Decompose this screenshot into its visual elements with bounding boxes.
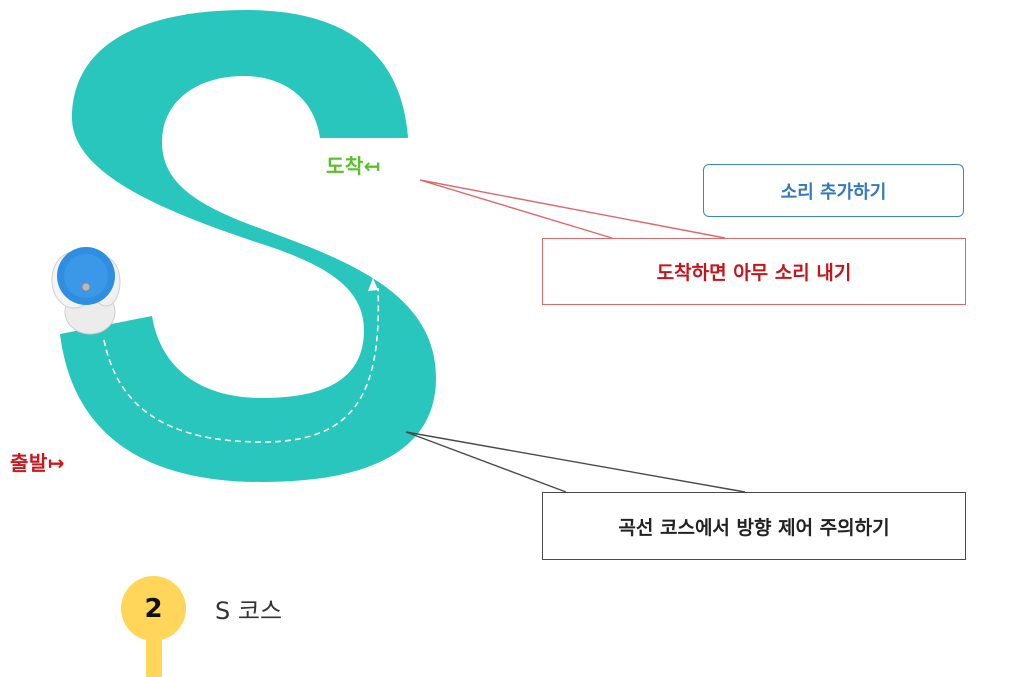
arrive-label: 도착↤ <box>326 154 382 178</box>
callout-pointer-dark <box>405 431 746 493</box>
robot-top-view-icon <box>51 247 121 335</box>
callout-curve-direction: 곡선 코스에서 방향 제어 주의하기 <box>542 492 966 560</box>
start-label: 출발↦ <box>10 451 66 475</box>
step-title: S 코스 <box>215 597 283 625</box>
callout-arrival-sound: 도착하면 아무 소리 내기 <box>542 238 966 305</box>
add-sound-button[interactable]: 소리 추가하기 <box>703 164 964 217</box>
guide-arrow-head <box>368 278 378 291</box>
step-number-badge: 2 <box>121 576 186 641</box>
step-stem <box>146 630 162 677</box>
s-track <box>60 10 436 482</box>
callout-pointer-red <box>419 179 726 239</box>
guide-path <box>103 287 380 443</box>
